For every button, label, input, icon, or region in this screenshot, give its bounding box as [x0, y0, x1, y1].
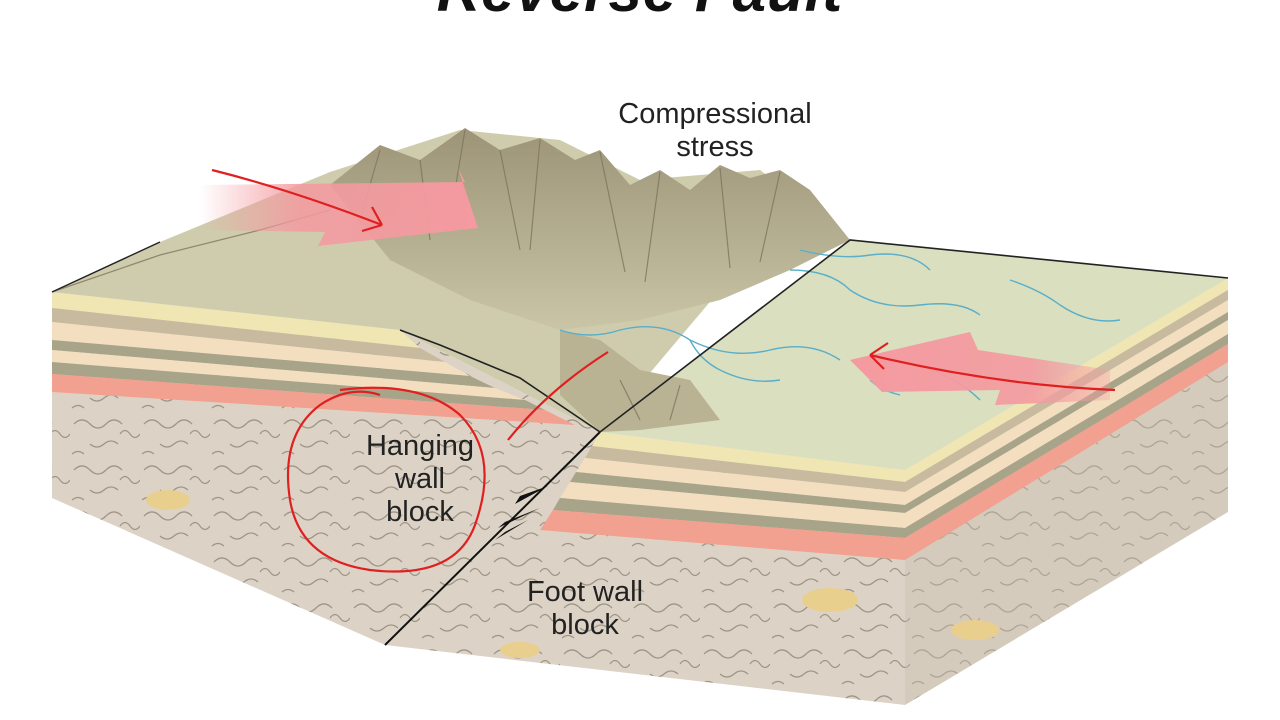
- compressional-stress-label: Compressional stress: [590, 98, 840, 164]
- foot-label-line2: block: [551, 609, 619, 641]
- foot-label-line1: Foot wall: [526, 576, 644, 608]
- fault-plane: [51, 239, 1229, 646]
- page-title: Reverse Fault: [0, 0, 1280, 25]
- foot-wall-front-face: [385, 432, 999, 705]
- hanging-label-line3: block: [386, 496, 454, 528]
- fault-slip-arrows: [495, 486, 548, 540]
- foot-wall-block-label: Foot wall block: [500, 576, 670, 642]
- hanging-wall-front-face: [52, 292, 600, 645]
- compression-arrow-right: [850, 332, 1110, 405]
- compression-arrow-left: [200, 168, 478, 246]
- hanging-wall-block-label: Hanging wall block: [335, 430, 505, 529]
- hanging-label-line1: Hanging: [365, 430, 475, 462]
- hand-annotation-marks: [211, 168, 1116, 573]
- stress-label-line2: stress: [676, 131, 754, 163]
- stress-label-line1: Compressional: [618, 98, 812, 130]
- hanging-label-line2: wall: [395, 463, 445, 495]
